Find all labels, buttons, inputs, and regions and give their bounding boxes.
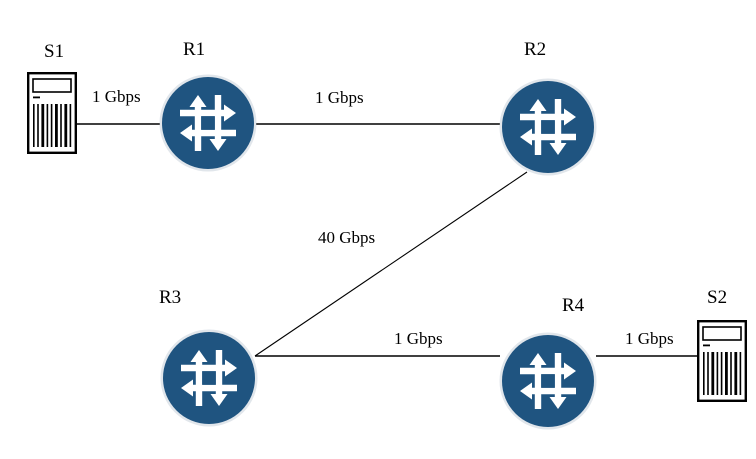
server-icon xyxy=(27,72,77,154)
link-label-r3-r2: 40 Gbps xyxy=(316,228,378,247)
node-label-s1: S1 xyxy=(44,41,65,62)
router-icon xyxy=(159,74,257,172)
node-label-s2: S2 xyxy=(707,287,728,308)
router-icon xyxy=(160,329,258,427)
link-r3-r2 xyxy=(254,171,528,357)
router-node-r1[interactable] xyxy=(158,73,258,173)
router-icon xyxy=(499,78,597,176)
router-icon xyxy=(499,332,597,430)
router-node-r4[interactable] xyxy=(498,331,598,431)
server-node-s1[interactable] xyxy=(27,72,77,154)
node-label-r4: R4 xyxy=(562,295,585,316)
node-label-r1: R1 xyxy=(183,39,206,60)
link-label-s1-r1: 1 Gbps xyxy=(90,87,143,106)
link-label-r4-s2: 1 Gbps xyxy=(623,329,676,348)
link-label-r3-r4: 1 Gbps xyxy=(392,329,445,348)
node-label-r2: R2 xyxy=(524,39,547,60)
server-icon xyxy=(697,320,747,402)
node-label-r3: R3 xyxy=(159,287,182,308)
server-node-s2[interactable] xyxy=(697,320,747,402)
router-node-r3[interactable] xyxy=(159,328,259,428)
link-label-r1-r2: 1 Gbps xyxy=(313,88,366,107)
router-node-r2[interactable] xyxy=(498,77,598,177)
